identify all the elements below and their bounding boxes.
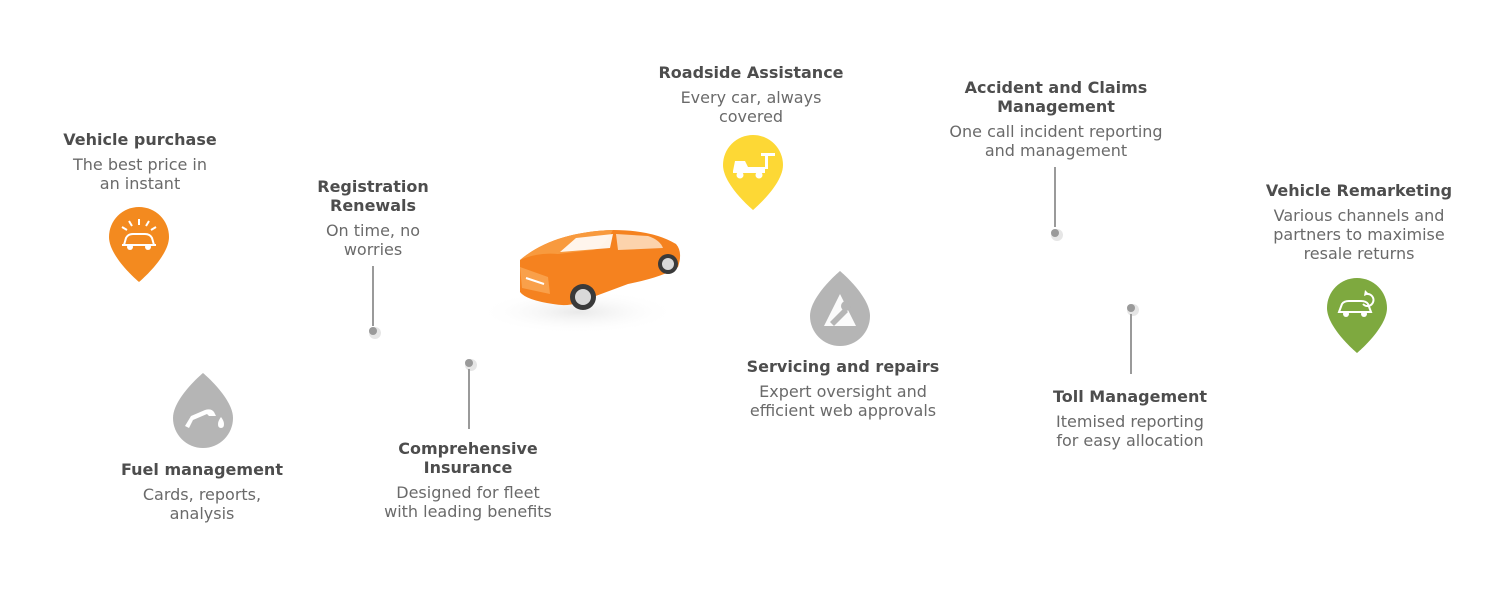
feature-title: Registration Renewals <box>317 177 429 215</box>
feature-title: Comprehensive Insurance <box>398 439 538 477</box>
connector-line <box>468 369 470 429</box>
wrench-icon <box>808 270 872 348</box>
feature-title: Accident and Claims Management <box>964 78 1148 116</box>
connector-line <box>1130 314 1132 374</box>
feature-title: Vehicle purchase <box>63 130 217 149</box>
feature-fuel-management: Fuel management Cards, reports, analysis <box>102 460 302 523</box>
feature-servicing-repairs: Servicing and repairs Expert oversight a… <box>718 357 968 420</box>
feature-title: Vehicle Remarketing <box>1265 181 1453 200</box>
feature-description: Designed for fleet with leading benefits <box>384 483 552 521</box>
feature-description: On time, no worries <box>325 221 421 259</box>
feature-description: Cards, reports, analysis <box>142 485 262 523</box>
feature-description: One call incident reporting and manageme… <box>949 122 1163 160</box>
feature-comprehensive-insurance: Comprehensive Insurance Designed for fle… <box>368 439 568 521</box>
feature-vehicle-remarketing: Vehicle Remarketing Various channels and… <box>1249 181 1469 263</box>
connector-dot <box>369 327 377 335</box>
connector-line <box>1054 167 1056 227</box>
feature-toll-management: Toll Management Itemised reporting for e… <box>1030 387 1230 450</box>
connector-dot <box>465 359 473 367</box>
feature-title: Fuel management <box>121 460 283 479</box>
feature-description: Every car, always covered <box>680 88 822 126</box>
feature-description: The best price in an instant <box>72 155 208 193</box>
connector-dot <box>1127 304 1135 312</box>
tow-truck-icon <box>721 133 785 211</box>
feature-title: Servicing and repairs <box>746 357 940 376</box>
feature-roadside-assistance: Roadside Assistance Every car, always co… <box>641 63 861 126</box>
connector-line <box>372 266 374 326</box>
car-refresh-icon <box>1325 276 1389 354</box>
connector-dot <box>1051 229 1059 237</box>
feature-vehicle-purchase: Vehicle purchase The best price in an in… <box>40 130 240 193</box>
feature-title: Toll Management <box>1052 387 1208 406</box>
feature-registration-renewals: Registration Renewals On time, no worrie… <box>293 177 453 259</box>
feature-description: Various channels and partners to maximis… <box>1273 206 1445 263</box>
orange-car-icon <box>478 222 693 337</box>
feature-accident-claims: Accident and Claims Management One call … <box>921 78 1191 160</box>
feature-description: Itemised reporting for easy allocation <box>1056 412 1204 450</box>
feature-title: Roadside Assistance <box>658 63 844 82</box>
feature-description: Expert oversight and efficient web appro… <box>749 382 937 420</box>
fuel-nozzle-icon <box>171 372 235 450</box>
car-flash-icon <box>107 205 171 283</box>
